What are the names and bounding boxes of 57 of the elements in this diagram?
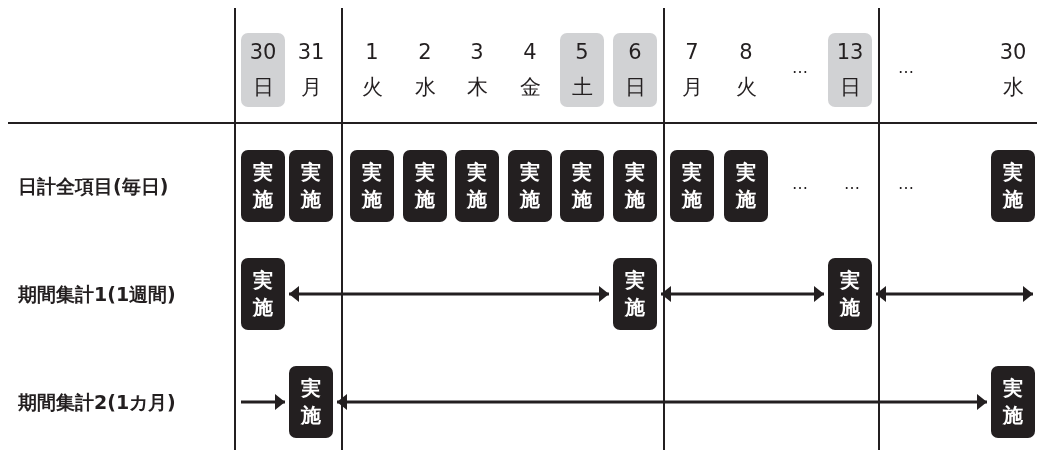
date-number: 2	[418, 40, 432, 64]
status-badge: 実施	[508, 150, 552, 222]
ellipsis: …	[844, 173, 860, 195]
weekday-label: 火	[735, 75, 757, 99]
row-label: 日計全項目(毎日)	[18, 174, 169, 198]
status-badge: 実施	[403, 150, 447, 222]
weekend-date-tile	[613, 33, 657, 107]
weekend-date-tile	[241, 33, 285, 107]
ellipsis: …	[898, 57, 914, 79]
date-number: 3	[470, 40, 484, 64]
status-badge: 実施	[560, 150, 604, 222]
status-badge: 実施	[241, 150, 285, 222]
arrow	[241, 394, 285, 410]
date-number: 1	[365, 40, 379, 64]
weekday-label: 木	[466, 75, 488, 99]
date-number: 7	[685, 40, 699, 64]
weekday-label: 火	[361, 75, 383, 99]
date-number: 6	[627, 40, 643, 64]
arrow	[289, 286, 609, 302]
weekday-label: 日	[838, 75, 862, 99]
date-number: 5	[574, 40, 590, 64]
row-label: 期間集計2(1カ月)	[18, 390, 176, 414]
weekday-label: 金	[519, 75, 541, 99]
status-badge: 実施	[289, 150, 333, 222]
date-number: 30	[248, 40, 278, 64]
status-badge: 実施	[613, 150, 657, 222]
weekday-label: 月	[681, 75, 703, 99]
arrow	[337, 394, 987, 410]
weekday-label: 月	[300, 75, 322, 99]
status-badge: 実施	[724, 150, 768, 222]
date-number: 30	[999, 40, 1027, 64]
ellipsis: …	[792, 57, 808, 79]
status-badge: 実施	[350, 150, 394, 222]
weekday-label: 水	[414, 75, 436, 99]
status-badge: 実施	[670, 150, 714, 222]
weekday-label: 土	[570, 75, 594, 99]
weekday-label: 水	[1002, 75, 1024, 99]
status-badge: 実施	[241, 258, 285, 330]
status-badge: 実施	[991, 150, 1035, 222]
date-number: 31	[297, 40, 325, 64]
ellipsis: …	[792, 173, 808, 195]
ellipsis: …	[898, 173, 914, 195]
status-badge: 実施	[455, 150, 499, 222]
status-badge: 実施	[828, 258, 872, 330]
status-badge: 実施	[613, 258, 657, 330]
weekend-date-tile	[560, 33, 604, 107]
date-number: 4	[523, 40, 537, 64]
weekday-label: 日	[251, 75, 275, 99]
row-label: 期間集計1(1週間)	[18, 282, 176, 306]
weekday-label: 日	[623, 75, 647, 99]
status-badge: 実施	[991, 366, 1035, 438]
date-number: 13	[835, 40, 865, 64]
weekend-date-tile	[828, 33, 872, 107]
arrow	[661, 286, 824, 302]
arrow	[876, 286, 1033, 302]
date-number: 8	[739, 40, 753, 64]
status-badge: 実施	[289, 366, 333, 438]
